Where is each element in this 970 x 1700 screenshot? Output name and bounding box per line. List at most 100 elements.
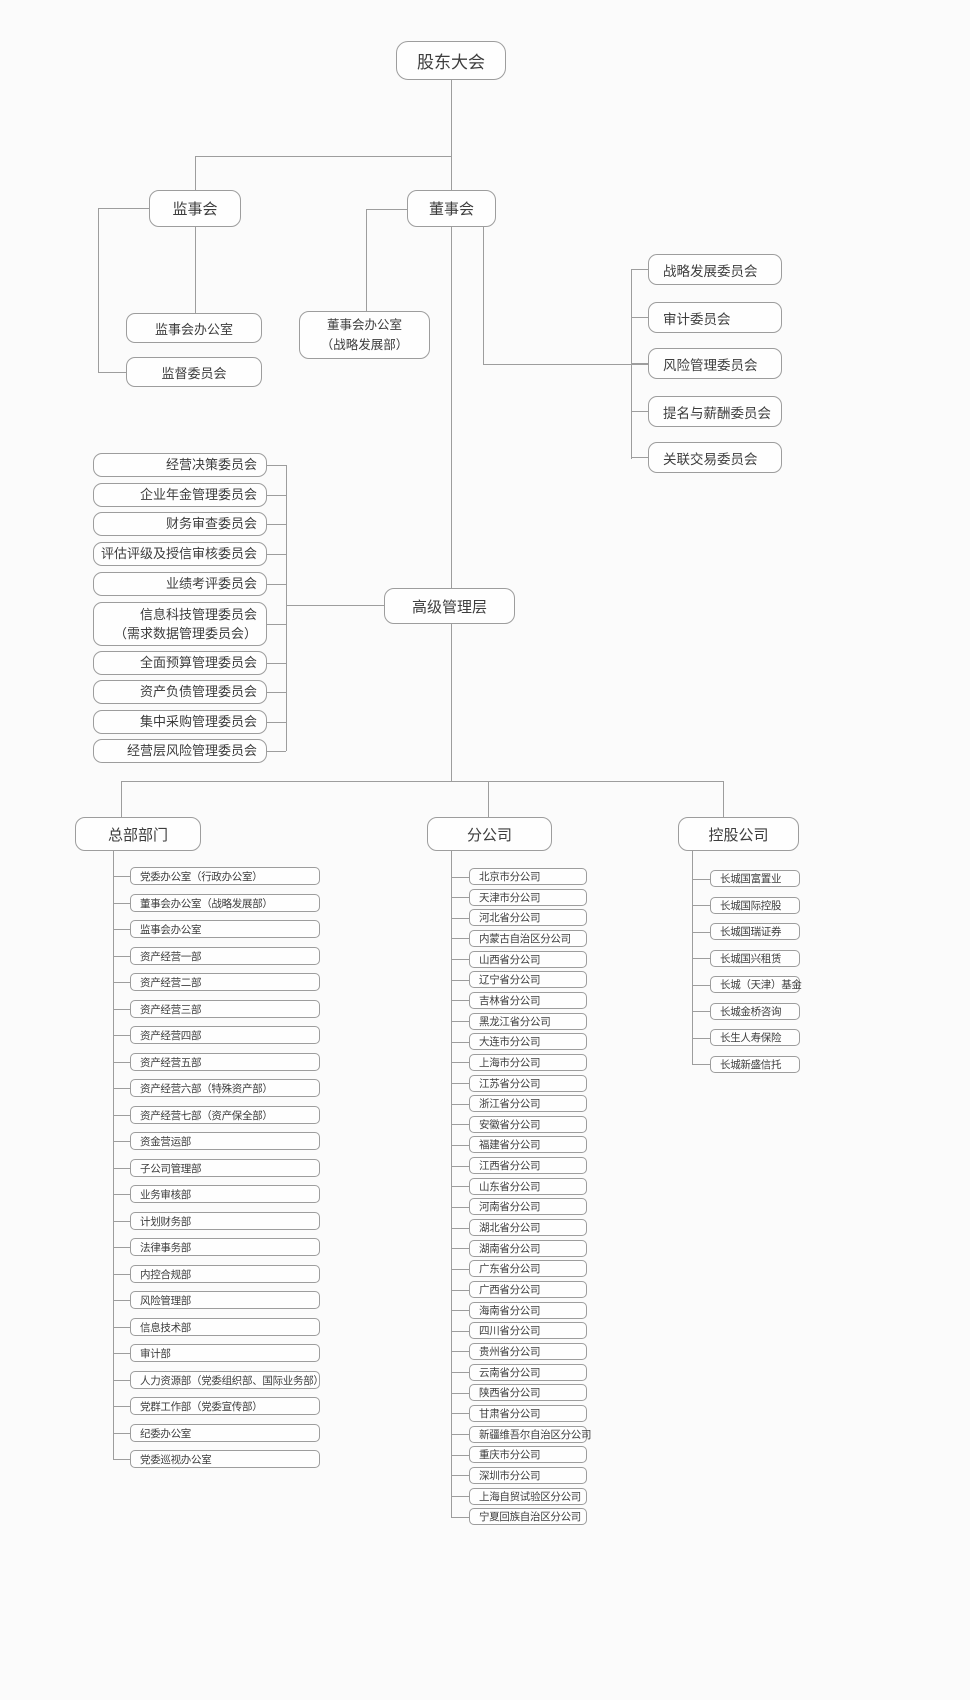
connector-line (98, 208, 99, 372)
hq-department-item: 子公司管理部 (130, 1159, 320, 1177)
connector-line (451, 1372, 469, 1373)
connector-line (286, 465, 287, 751)
node-board-of-directors: 董事会 (407, 190, 496, 227)
connector-line (451, 1413, 469, 1414)
connector-line (267, 495, 286, 496)
management-committee-item: 经营决策委员会 (93, 453, 267, 477)
branch-company-item: 新疆维吾尔自治区分公司 (469, 1426, 592, 1443)
connector-line (451, 1310, 469, 1311)
connector-line (451, 980, 469, 981)
connector-line (692, 1038, 710, 1039)
connector-line (451, 1434, 469, 1435)
connector-line (121, 781, 122, 817)
branch-company-item: 浙江省分公司 (469, 1095, 587, 1112)
connector-line (267, 465, 286, 466)
holding-company-item: 长城（天津）基金 (710, 976, 802, 993)
connector-line (113, 1274, 130, 1275)
connector-line (113, 1433, 130, 1434)
connector-line (113, 1353, 130, 1354)
connector-line (631, 457, 648, 458)
connector-line (451, 1517, 469, 1518)
branch-company-item: 天津市分公司 (469, 889, 587, 906)
holding-company-item: 长城金桥咨询 (710, 1003, 800, 1020)
connector-line (488, 781, 489, 817)
connector-line (113, 876, 130, 877)
connector-line (451, 80, 452, 190)
connector-line (113, 982, 130, 983)
connector-line (451, 1269, 469, 1270)
connector-line (451, 1186, 469, 1187)
branch-company-item: 河南省分公司 (469, 1198, 587, 1215)
branch-company-item: 广东省分公司 (469, 1260, 587, 1277)
connector-line (113, 1327, 130, 1328)
hq-department-item: 审计部 (130, 1344, 320, 1362)
holding-company-item: 长生人寿保险 (710, 1029, 800, 1046)
connector-line (195, 227, 196, 313)
management-committee-item: 评估评级及授信审核委员会 (93, 542, 267, 566)
hq-department-item: 党委办公室（行政办公室） (130, 867, 320, 885)
connector-line (267, 722, 286, 723)
connector-line (692, 1064, 710, 1065)
connector-line (113, 1221, 130, 1222)
holding-company-item: 长城新盛信托 (710, 1056, 800, 1073)
branch-company-item: 深圳市分公司 (469, 1467, 587, 1484)
branch-company-item: 湖北省分公司 (469, 1219, 587, 1236)
node-board-office: 董事会办公室 （战略发展部） (299, 311, 430, 359)
board-committee-item: 战略发展委员会 (648, 254, 782, 285)
holding-company-item: 长城国瑞证券 (710, 923, 800, 940)
branch-company-item: 江苏省分公司 (469, 1075, 587, 1092)
management-committee-item: 财务审查委员会 (93, 512, 267, 536)
connector-line (483, 364, 648, 365)
hq-department-item: 纪委办公室 (130, 1424, 320, 1442)
connector-line (692, 905, 710, 906)
node-supervision-committee: 监督委员会 (126, 357, 262, 387)
branch-company-item: 辽宁省分公司 (469, 971, 587, 988)
node-hq-departments-header: 总部部门 (75, 817, 201, 851)
connector-line (631, 269, 632, 459)
connector-line (451, 1290, 469, 1291)
hq-department-item: 资产经营七部（资产保全部） (130, 1106, 320, 1124)
branch-company-item: 安徽省分公司 (469, 1116, 587, 1133)
branch-company-item: 海南省分公司 (469, 1302, 587, 1319)
connector-line (692, 879, 710, 880)
connector-line (451, 897, 469, 898)
connector-line (451, 1124, 469, 1125)
board-committee-item: 关联交易委员会 (648, 442, 782, 473)
management-committee-item: 信息科技管理委员会 （需求数据管理委员会） (93, 602, 267, 646)
connector-line (366, 209, 409, 210)
connector-line (451, 1104, 469, 1105)
holding-company-item: 长城国富置业 (710, 870, 800, 887)
connector-line (451, 938, 469, 939)
branch-company-item: 湖南省分公司 (469, 1240, 587, 1257)
node-holding-companies-header: 控股公司 (678, 817, 799, 851)
connector-line (98, 208, 149, 209)
node-supervisory-board-office: 监事会办公室 (126, 313, 262, 343)
connector-line (631, 411, 648, 412)
hq-department-item: 计划财务部 (130, 1212, 320, 1230)
management-committee-item: 集中采购管理委员会 (93, 710, 267, 734)
management-committee-item: 经营层风险管理委员会 (93, 739, 267, 763)
connector-line (267, 692, 286, 693)
connector-line (113, 1380, 130, 1381)
management-committee-item: 资产负债管理委员会 (93, 680, 267, 704)
holding-company-item: 长城国际控股 (710, 897, 800, 914)
holding-company-item: 长城国兴租赁 (710, 950, 800, 967)
branch-company-item: 上海市分公司 (469, 1054, 587, 1071)
hq-department-item: 监事会办公室 (130, 920, 320, 938)
branch-company-item: 北京市分公司 (469, 868, 587, 885)
connector-line (113, 956, 130, 957)
connector-line (451, 1166, 469, 1167)
connector-line (451, 1021, 469, 1022)
branch-company-item: 上海自贸试验区分公司 (469, 1488, 587, 1505)
branch-company-item: 陕西省分公司 (469, 1384, 587, 1401)
management-committee-item: 企业年金管理委员会 (93, 483, 267, 507)
connector-line (113, 1168, 130, 1169)
branch-company-item: 宁夏回族自治区分公司 (469, 1508, 587, 1525)
connector-line (631, 269, 648, 270)
connector-line (451, 227, 452, 588)
connector-line (451, 851, 452, 1517)
branch-company-item: 福建省分公司 (469, 1136, 587, 1153)
branch-company-item: 贵州省分公司 (469, 1343, 587, 1360)
branch-company-item: 重庆市分公司 (469, 1446, 587, 1463)
